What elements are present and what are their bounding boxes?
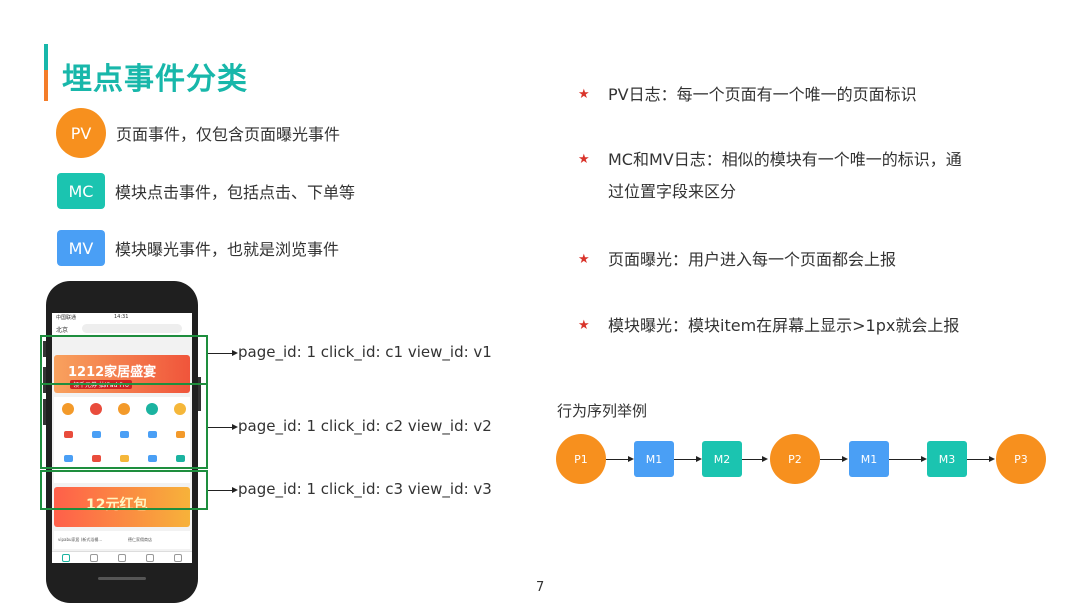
bullet-text: PV日志：每一个页面有一个唯一的页面标识 — [608, 85, 917, 104]
tab-orders-icon[interactable] — [146, 554, 154, 562]
bullet-text: 模块曝光：模块item在屏幕上显示>1px就会上报 — [608, 316, 960, 335]
phone-screen: 中国联通 14:31 北京 1212家居盛宴 领千元券 抽iPad Pro — [52, 313, 192, 563]
sequence-arrow-head — [762, 456, 768, 462]
carrier-label: 中国联通 — [56, 315, 77, 321]
bottom-tab-bar — [52, 551, 192, 563]
annotation-v1: page_id: 1 click_id: c1 view_id: v1 — [238, 343, 492, 361]
shop-card-right[interactable]: 德仁家佣商店 — [128, 537, 152, 542]
sequence-node-p3: P3 — [996, 434, 1046, 484]
banner-top-title: 1212家居盛宴 — [68, 365, 157, 380]
star-icon: ★ — [578, 252, 590, 267]
service-icon[interactable] — [92, 455, 101, 462]
tab-home-icon[interactable] — [62, 554, 70, 562]
mv-description: 模块曝光事件，也就是浏览事件 — [115, 240, 340, 259]
sequence-node-m1-second: M1 — [849, 441, 889, 477]
sequence-arrow-line — [742, 459, 762, 460]
bullet-page-exposure: ★ 页面曝光：用户进入每一个页面都会上报 — [578, 244, 896, 276]
app-search-bar[interactable] — [82, 324, 182, 333]
status-bar: 中国联通 14:31 — [52, 313, 192, 321]
legend-row-pv: PV 页面事件，仅包含页面曝光事件 — [56, 108, 340, 158]
sequence-arrow-line — [820, 459, 842, 460]
annotation-arrow-head — [232, 424, 238, 430]
sequence-arrow-line — [967, 459, 989, 460]
service-icon[interactable] — [176, 455, 185, 462]
title-accent-bar-teal — [44, 44, 48, 70]
legend-row-mc: MC 模块点击事件，包括点击、下单等 — [57, 173, 355, 209]
service-icon[interactable] — [64, 431, 73, 438]
bullet-text: MC和MV日志：相似的模块有一个唯一的标识，通 — [608, 150, 962, 169]
phone-power-button — [198, 377, 201, 411]
pv-description: 页面事件，仅包含页面曝光事件 — [116, 125, 341, 144]
title-accent-bar-orange — [44, 70, 48, 101]
category-icon[interactable] — [146, 403, 158, 415]
bullet-pv-log: ★ PV日志：每一个页面有一个唯一的页面标识 — [578, 79, 917, 111]
sequence-title: 行为序列举例 — [557, 402, 648, 420]
star-icon: ★ — [578, 87, 590, 102]
service-icon[interactable] — [148, 455, 157, 462]
sequence-arrow-line — [889, 459, 921, 460]
sequence-arrow-head — [921, 456, 927, 462]
pv-badge: PV — [56, 108, 106, 158]
service-icon[interactable] — [120, 455, 129, 462]
phone-mockup: 中国联通 14:31 北京 1212家居盛宴 领千元券 抽iPad Pro — [43, 281, 201, 603]
bullet-mc-mv-log: ★ MC和MV日志：相似的模块有一个唯一的标识，通 过位置字段来区分 — [578, 144, 962, 208]
highlight-box-v3 — [40, 470, 208, 510]
tab-profile-icon[interactable] — [174, 554, 182, 562]
highlight-box-v2 — [40, 383, 208, 469]
sequence-node-p1: P1 — [556, 434, 606, 484]
star-icon: ★ — [578, 152, 590, 167]
category-icon[interactable] — [90, 403, 102, 415]
service-icon[interactable] — [92, 431, 101, 438]
highlight-box-v1 — [40, 335, 208, 385]
annotation-arrow-line — [208, 427, 232, 428]
phone-volume-down-button — [43, 399, 46, 425]
tab-discover-icon[interactable] — [118, 554, 126, 562]
tab-nearby-icon[interactable] — [90, 554, 98, 562]
sequence-node-m1: M1 — [634, 441, 674, 477]
sequence-arrow-head — [842, 456, 848, 462]
annotation-arrow-head — [232, 487, 238, 493]
phone-volume-up-button — [43, 367, 46, 393]
category-icon[interactable] — [174, 403, 186, 415]
phone-side-button — [43, 341, 46, 357]
category-icon[interactable] — [62, 403, 74, 415]
sequence-node-m2: M2 — [702, 441, 742, 477]
mc-badge: MC — [57, 173, 105, 209]
service-icon[interactable] — [120, 431, 129, 438]
annotation-v3: page_id: 1 click_id: c3 view_id: v3 — [238, 480, 492, 498]
service-icon[interactable] — [148, 431, 157, 438]
city-selector[interactable]: 北京 — [56, 327, 69, 334]
bullet-text: 页面曝光：用户进入每一个页面都会上报 — [608, 250, 897, 269]
app-search-row: 北京 — [52, 321, 192, 337]
shop-card-left[interactable]: vipabu家居 (新式浴桶... — [58, 537, 103, 542]
category-icon[interactable] — [118, 403, 130, 415]
page-title: 埋点事件分类 — [62, 62, 248, 97]
annotation-arrow-line — [208, 353, 232, 354]
bullet-module-exposure: ★ 模块曝光：模块item在屏幕上显示>1px就会上报 — [578, 310, 959, 342]
sequence-arrow-head — [989, 456, 995, 462]
star-icon: ★ — [578, 318, 590, 333]
sequence-node-p2: P2 — [770, 434, 820, 484]
shop-cards: vipabu家居 (新式浴桶... 德仁家佣商店 — [54, 531, 190, 549]
sequence-arrow-line — [674, 459, 696, 460]
page-number: 7 — [536, 580, 545, 595]
service-icon[interactable] — [176, 431, 185, 438]
bullet-text-continued: 过位置字段来区分 — [608, 182, 737, 201]
service-icon[interactable] — [64, 455, 73, 462]
sequence-arrow-head — [628, 456, 634, 462]
annotation-v2: page_id: 1 click_id: c2 view_id: v2 — [238, 417, 492, 435]
sequence-arrow-head — [696, 456, 702, 462]
annotation-arrow-line — [208, 490, 232, 491]
mv-badge: MV — [57, 230, 105, 266]
phone-home-indicator — [98, 577, 146, 580]
mc-description: 模块点击事件，包括点击、下单等 — [115, 183, 356, 202]
sequence-node-m3: M3 — [927, 441, 967, 477]
annotation-arrow-head — [232, 350, 238, 356]
clock-label: 14:31 — [114, 314, 129, 320]
sequence-arrow-line — [606, 459, 628, 460]
legend-row-mv: MV 模块曝光事件，也就是浏览事件 — [57, 230, 339, 266]
